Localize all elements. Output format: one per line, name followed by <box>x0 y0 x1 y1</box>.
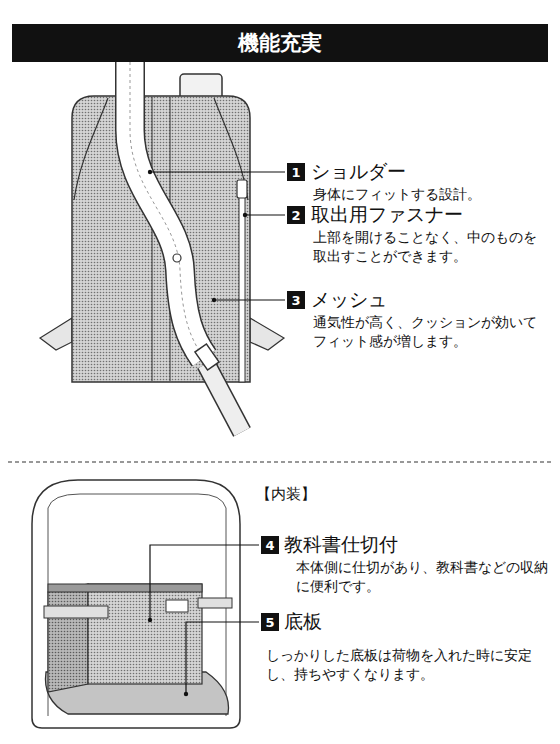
callout-number-text: 4 <box>265 539 274 552</box>
callout-number: 3 <box>287 291 305 309</box>
callout-description: 本体側に仕切があり、教科書などの収納に便利です。 <box>296 558 548 596</box>
title-band: 機能充実 <box>12 24 548 62</box>
callout-description: 上部を開けることなく、中のものを取出すことができます。 <box>313 228 549 266</box>
panel-seam <box>214 98 248 200</box>
velcro-tab <box>44 606 108 618</box>
textbook-partition <box>88 584 202 684</box>
callout-heading: 教科書仕切付 <box>284 533 398 556</box>
callout-number: 5 <box>261 613 279 631</box>
side-wing <box>40 318 72 350</box>
title-text: 機能充実 <box>238 29 322 57</box>
partition-side <box>48 584 88 692</box>
bag-outline <box>32 480 240 728</box>
velcro-tab <box>166 600 188 612</box>
shoulder-strap <box>130 62 204 358</box>
strap-belt <box>206 364 242 432</box>
panel-seam <box>74 98 108 200</box>
callout-number-text: 1 <box>291 166 300 179</box>
leader-line <box>186 622 259 694</box>
side-wing <box>250 318 284 350</box>
panel-seam <box>152 97 153 381</box>
callout-number-text: 3 <box>291 294 300 307</box>
leader-dot <box>148 618 152 622</box>
dashed-separator <box>8 461 552 462</box>
shoulder-strap <box>130 62 204 358</box>
callout-heading: ショルダー <box>311 160 406 183</box>
section-label: 【内装】 <box>256 484 316 504</box>
velcro-tab <box>198 598 232 608</box>
leader-dot <box>184 692 188 696</box>
callout-heading: 底板 <box>284 610 322 633</box>
callout-number: 1 <box>287 163 305 181</box>
strap-belt <box>206 364 242 432</box>
strap-buckle <box>195 344 219 370</box>
strap-logo <box>173 254 181 262</box>
callout-number-text: 5 <box>265 616 274 629</box>
callout-heading: 取出用ファスナー <box>311 203 463 226</box>
callout-number-text: 2 <box>291 209 300 222</box>
zipper-pull <box>237 180 247 198</box>
strap-stitch <box>130 62 204 358</box>
zipper <box>239 182 245 382</box>
callout-number: 2 <box>287 206 305 224</box>
leader-line <box>214 299 285 300</box>
leader-line <box>150 171 285 172</box>
callout-heading: メッシュ <box>311 288 387 311</box>
leader-line <box>150 545 259 620</box>
callout-number: 4 <box>261 536 279 554</box>
partition-top-band <box>48 584 202 592</box>
callout-description: 通気性が高く、クッションが効いてフィット感が増します。 <box>313 313 549 351</box>
callout-description: 身体にフィットする設計。 <box>313 185 549 204</box>
callout-description: しっかりした底板は荷物を入れた時に安定し、持ちやすくなります。 <box>266 646 550 684</box>
leader-line <box>245 214 285 215</box>
